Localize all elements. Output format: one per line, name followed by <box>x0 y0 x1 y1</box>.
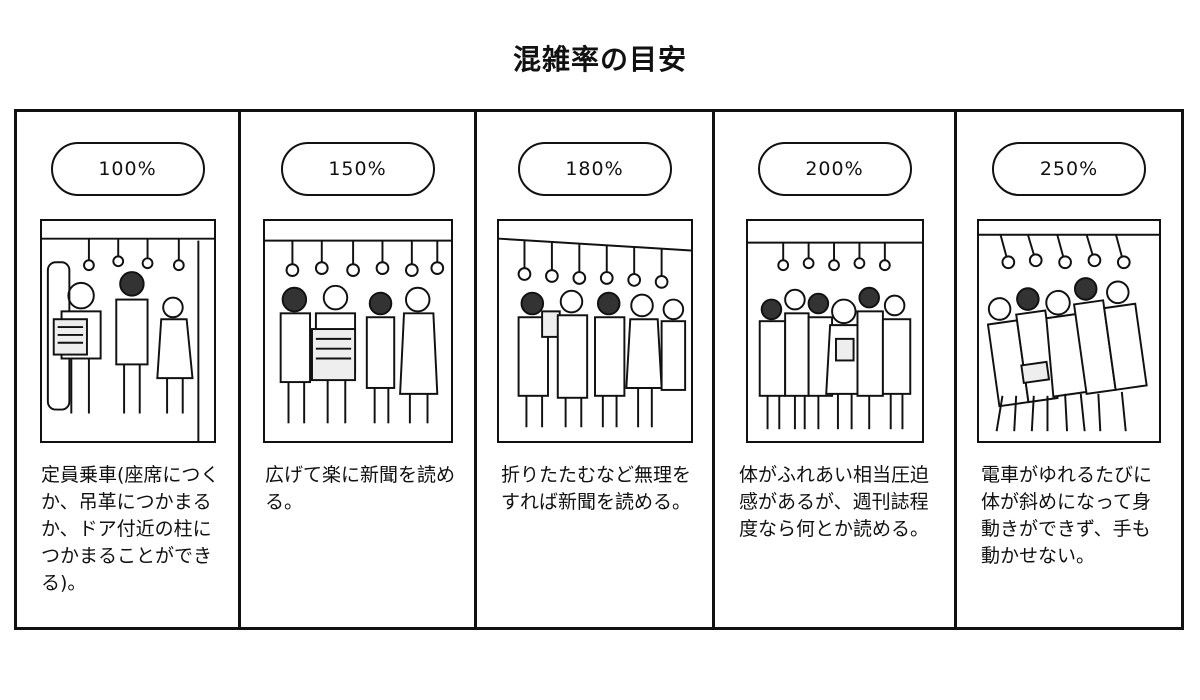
description-text: 広げて楽に新聞を読める。 <box>265 464 456 513</box>
page-title: 混雑率の目安 <box>512 43 687 76</box>
rate-label: 200% <box>757 142 912 196</box>
rate-label: 180% <box>517 142 672 196</box>
level-column-250: 250% <box>957 112 1181 627</box>
commuters-folded-newspaper-icon <box>496 219 693 443</box>
rate-label: 100% <box>50 142 205 196</box>
crowded-commuters-reading-magazine-icon <box>745 219 924 443</box>
packed-commuters-leaning-icon <box>977 219 1161 443</box>
congestion-table: 100% <box>14 109 1184 630</box>
level-column-100: 100% <box>17 112 241 627</box>
commuters-holding-straps-with-newspaper-icon <box>262 219 453 443</box>
rate-label: 250% <box>992 142 1146 196</box>
level-column-200: 200% <box>715 112 957 627</box>
description-text: 折りたたむなど無理をすれば新聞を読める。 <box>501 464 692 513</box>
commuters-standing-reading-newspaper-icon <box>39 219 216 443</box>
rate-label: 150% <box>280 142 435 196</box>
description-text: 電車がゆれるたびに体が斜めになって身動きができず、手も動かせない。 <box>981 464 1153 567</box>
level-column-150: 150% <box>241 112 477 627</box>
level-column-180: 180% <box>477 112 715 627</box>
description-text: 定員乗車(座席につくか、吊革につかまるか、ドア付近の柱につかまることができる)。 <box>41 464 220 594</box>
description-text: 体がふれあい相当圧迫感があるが、週刊誌程度なら何とか読める。 <box>739 464 930 540</box>
